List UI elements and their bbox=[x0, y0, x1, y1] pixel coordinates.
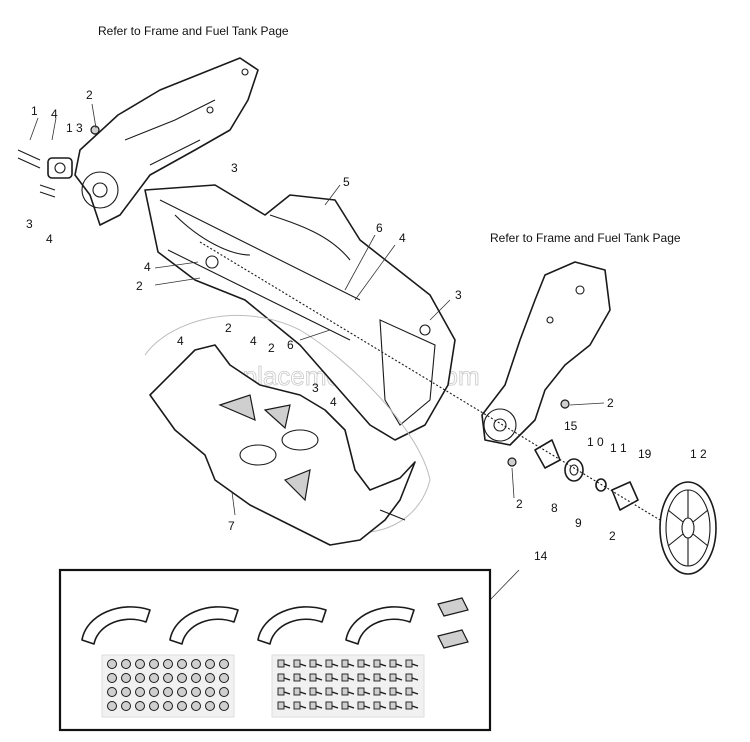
callout: 6 bbox=[287, 338, 294, 352]
callout: 4 bbox=[250, 334, 257, 348]
callout: 2 bbox=[225, 321, 232, 335]
left-bearing bbox=[47, 157, 73, 179]
callout: 4 bbox=[46, 232, 53, 246]
callout: 3 bbox=[455, 288, 462, 302]
callout: 14 bbox=[534, 549, 548, 563]
callout: 3 bbox=[26, 217, 33, 231]
callout: 6 bbox=[376, 221, 383, 235]
auger-housing bbox=[144, 184, 456, 441]
reference-label-top: Refer to Frame and Fuel Tank Page bbox=[98, 24, 289, 38]
axle-centerline bbox=[199, 241, 661, 521]
kit-strips bbox=[81, 606, 415, 645]
leader-lines bbox=[29, 103, 605, 601]
reference-label-right: Refer to Frame and Fuel Tank Page bbox=[490, 231, 681, 245]
callout: 1 3 bbox=[66, 121, 83, 135]
callout: 2 bbox=[609, 529, 616, 543]
callout: 2 bbox=[86, 88, 93, 102]
callout: 5 bbox=[343, 175, 350, 189]
auger-assembly bbox=[149, 344, 416, 546]
callout: 3 bbox=[312, 381, 319, 395]
callout: 4 bbox=[51, 107, 58, 121]
callout: 4 bbox=[177, 334, 184, 348]
callout: 15 bbox=[564, 419, 578, 433]
pulley-wheel bbox=[659, 481, 717, 575]
callout: 4 bbox=[330, 395, 337, 409]
callout: 2 bbox=[516, 497, 523, 511]
callout: 2 bbox=[268, 341, 275, 355]
callout: 4 bbox=[144, 260, 151, 274]
left-bolts bbox=[17, 125, 100, 198]
callout: 1 0 bbox=[587, 435, 604, 449]
callout: 19 bbox=[638, 447, 652, 461]
kit-plates bbox=[437, 597, 469, 649]
callout: 1 1 bbox=[610, 441, 627, 455]
kit-nuts bbox=[101, 654, 235, 718]
callout: 2 bbox=[607, 396, 614, 410]
kit-bolts bbox=[271, 654, 425, 718]
right-side-plate bbox=[481, 261, 611, 446]
callout: 8 bbox=[551, 501, 558, 515]
callout: 1 2 bbox=[690, 447, 707, 461]
left-side-plate bbox=[74, 57, 259, 226]
callout: 4 bbox=[399, 231, 406, 245]
callout: 1 bbox=[31, 104, 38, 118]
pulley-hardware bbox=[507, 399, 639, 511]
callout: 7 bbox=[228, 519, 235, 533]
callout: 3 bbox=[231, 161, 238, 175]
callout: 2 bbox=[136, 279, 143, 293]
callout: 9 bbox=[575, 516, 582, 530]
